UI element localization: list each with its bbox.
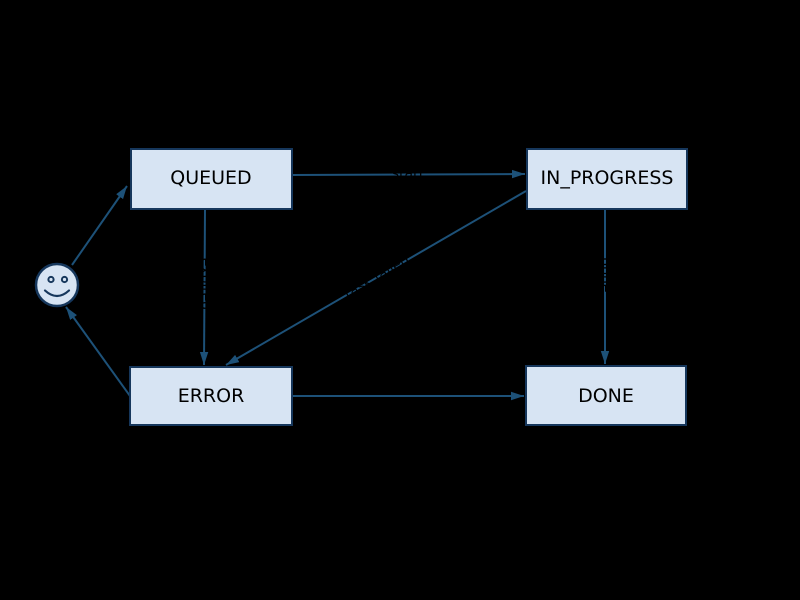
state-node-done-box (525, 365, 687, 426)
edge-label-start: start (392, 166, 425, 182)
smiley-right-eye-icon (60, 275, 69, 284)
state-node-queued-label: QUEUED (170, 167, 251, 189)
smiley-face-icon (34, 262, 80, 308)
edge-queued-to-in-progress (291, 169, 526, 179)
edge-error-to-user (65, 306, 131, 397)
state-node-error-label: ERROR (178, 385, 245, 407)
edge-user-to-queued (71, 185, 128, 266)
edge-label-task-failed: task failed (342, 252, 413, 302)
edge-label-done: done (597, 258, 613, 293)
edge-in-progress-to-error (225, 190, 527, 366)
state-node-in-progress-box (526, 148, 688, 210)
state-node-in-progress: IN_PROGRESS (526, 148, 688, 210)
state-node-done: DONE (525, 365, 687, 426)
state-nodes: QUEUED IN_PROGRESS ERROR DONE (129, 148, 688, 426)
edge-queued-to-error (199, 208, 209, 366)
smiley-mouth-icon (43, 289, 71, 298)
edges (65, 169, 610, 401)
state-node-error: ERROR (129, 366, 293, 426)
state-node-queued-box (130, 148, 293, 210)
edge-label-expired: expired (197, 258, 213, 310)
state-node-done-label: DONE (578, 385, 634, 407)
user-actor (34, 262, 80, 308)
state-node-in-progress-label: IN_PROGRESS (541, 167, 674, 189)
state-node-queued: QUEUED (130, 148, 293, 210)
state-node-error-box (129, 366, 293, 426)
smiley-left-eye-icon (47, 275, 55, 284)
